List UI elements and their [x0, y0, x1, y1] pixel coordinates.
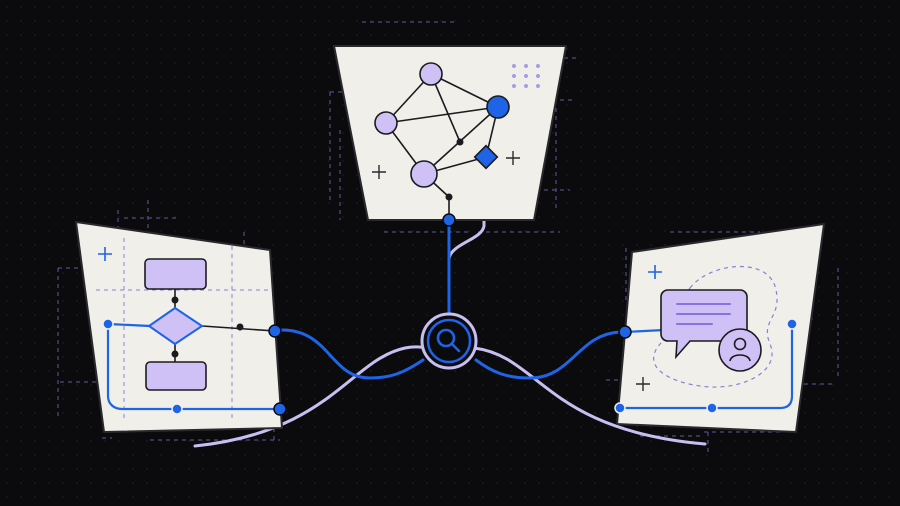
flowchart-process-box: [145, 361, 207, 391]
panel-left: [75, 221, 287, 433]
plus-icon: [648, 265, 662, 279]
plus-icon: [636, 377, 650, 391]
connector-blue-left: [280, 328, 425, 380]
connector-lavender-right: [472, 346, 707, 446]
flowchart-guides: [96, 238, 268, 420]
flow-junction: [171, 350, 179, 358]
flow-junction: [171, 296, 179, 304]
dot-grid-icon: [512, 64, 540, 88]
chat-text-lines: [676, 303, 731, 325]
connector-blue-right: [474, 330, 622, 380]
port-node: [171, 403, 183, 415]
user-avatar-icon: [718, 328, 762, 372]
search-hub: [420, 312, 478, 370]
plus-icon: [506, 151, 520, 165]
port-node: [618, 325, 632, 339]
graph-junction: [456, 138, 464, 146]
panel-top-card: [333, 45, 567, 221]
graph-node-highlight: [486, 95, 510, 119]
graph-node: [410, 160, 438, 188]
flow-junction: [236, 323, 244, 331]
panel-right: [614, 223, 825, 433]
panel-top: [333, 45, 567, 227]
plus-icon: [372, 165, 386, 179]
search-icon: [436, 328, 461, 353]
port-node: [273, 402, 287, 416]
plus-icon: [98, 247, 112, 261]
port-node: [442, 213, 456, 227]
graph-node: [419, 62, 443, 86]
flowchart-blue-lines: [106, 322, 280, 411]
port-node: [614, 402, 626, 414]
graph-node: [374, 111, 398, 135]
flowchart-process-box: [144, 258, 207, 290]
port-node: [102, 318, 114, 330]
port-node: [706, 402, 718, 414]
flowchart-decision-diamond: [147, 306, 204, 346]
chat-blob-outline: [653, 265, 778, 388]
graph-junction: [445, 193, 453, 201]
graph-diamond-node: [473, 144, 499, 170]
port-node: [786, 318, 798, 330]
port-node: [268, 324, 282, 338]
